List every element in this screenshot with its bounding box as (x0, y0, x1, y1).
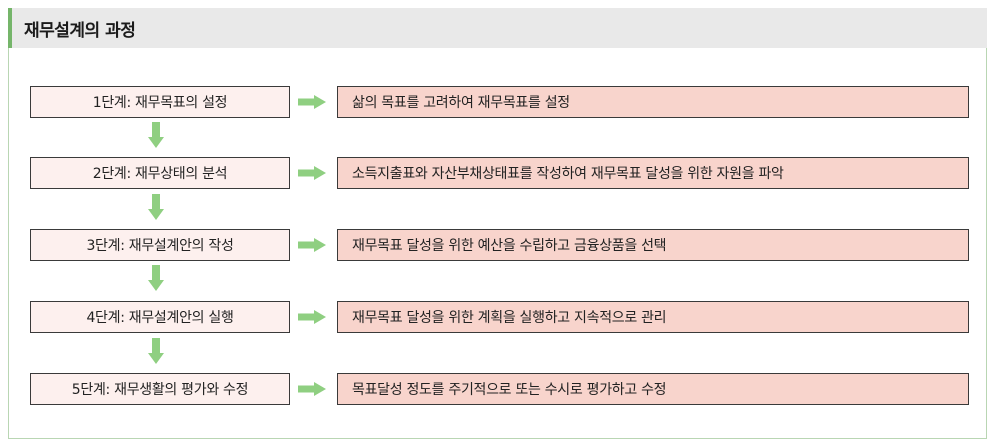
right-arrow-icon (298, 382, 326, 396)
right-arrow-icon (298, 95, 326, 109)
down-arrow-icon (148, 265, 164, 291)
diagram-frame (8, 8, 987, 439)
down-arrow-icon (148, 338, 164, 364)
step-3-description: 재무목표 달성을 위한 예산을 수립하고 금융상품을 선택 (337, 229, 969, 261)
diagram-title: 재무설계의 과정 (24, 21, 136, 41)
step-1-box: 1단계: 재무목표의 설정 (30, 86, 290, 118)
step-4-box: 4단계: 재무설계안의 실행 (30, 301, 290, 333)
right-arrow-icon (298, 166, 326, 180)
step-5-box: 5단계: 재무생활의 평가와 수정 (30, 373, 290, 405)
step-2-box: 2단계: 재무상태의 분석 (30, 157, 290, 189)
title-bar: 재무설계의 과정 (8, 8, 987, 48)
step-4-description: 재무목표 달성을 위한 계획을 실행하고 지속적으로 관리 (337, 301, 969, 333)
step-3-box: 3단계: 재무설계안의 작성 (30, 229, 290, 261)
down-arrow-icon (148, 194, 164, 220)
step-1-description: 삶의 목표를 고려하여 재무목표를 설정 (337, 86, 969, 118)
right-arrow-icon (298, 310, 326, 324)
down-arrow-icon (148, 122, 164, 148)
step-5-description: 목표달성 정도를 주기적으로 또는 수시로 평가하고 수정 (337, 373, 969, 405)
step-2-description: 소득지출표와 자산부채상태표를 작성하여 재무목표 달성을 위한 자원을 파악 (337, 157, 969, 189)
right-arrow-icon (298, 238, 326, 252)
